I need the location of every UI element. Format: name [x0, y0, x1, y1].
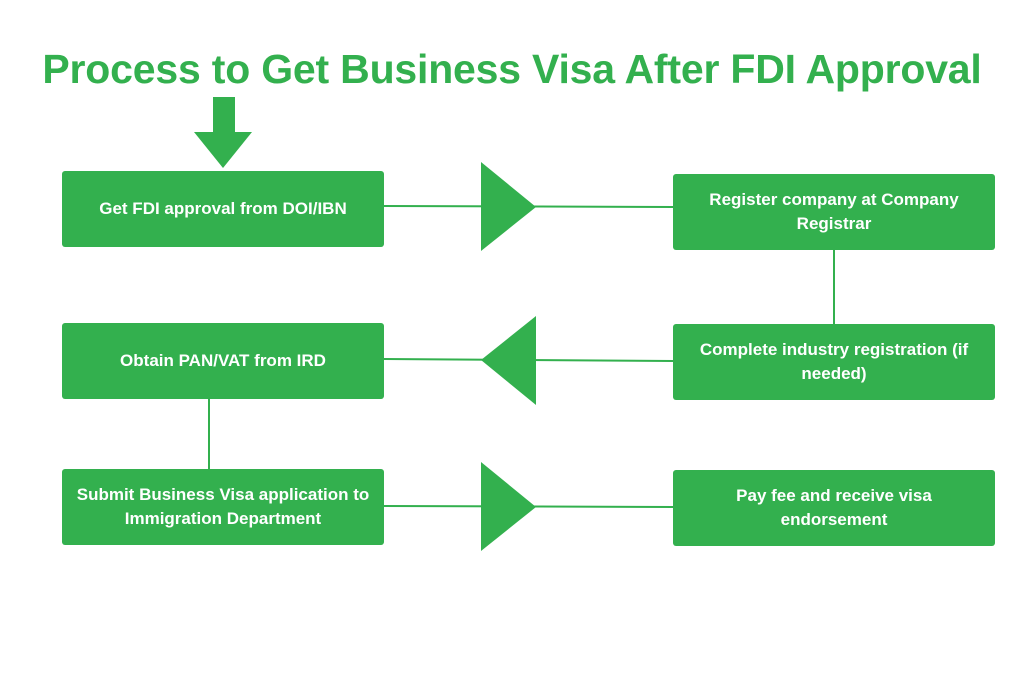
arrow-left-icon: [481, 316, 536, 405]
step-label: Get FDI approval from DOI/IBN: [99, 199, 347, 218]
page-title: Process to Get Business Visa After FDI A…: [42, 46, 982, 92]
step-register-company: Register company at Company Registrar: [673, 174, 995, 250]
step-pay-fee-receive-endorsement: Pay fee and receive visa endorsement: [673, 470, 995, 546]
step-label: Register company at Company Registrar: [709, 190, 959, 233]
start-arrow-icon: [194, 97, 252, 168]
step-label: Obtain PAN/VAT from IRD: [120, 351, 326, 370]
step-label: Complete industry registration (if neede…: [699, 340, 969, 383]
step-obtain-pan-vat: Obtain PAN/VAT from IRD: [62, 323, 384, 399]
step-get-fdi-approval: Get FDI approval from DOI/IBN: [62, 171, 384, 247]
step-submit-visa-application: Submit Business Visa application to Immi…: [62, 469, 384, 545]
arrow-right-icon: [481, 162, 536, 251]
step-industry-registration: Complete industry registration (if neede…: [673, 324, 995, 400]
step-label: Pay fee and receive visa endorsement: [736, 486, 932, 529]
step-label: Submit Business Visa application to Immi…: [76, 485, 370, 528]
arrow-right-icon: [481, 462, 536, 551]
